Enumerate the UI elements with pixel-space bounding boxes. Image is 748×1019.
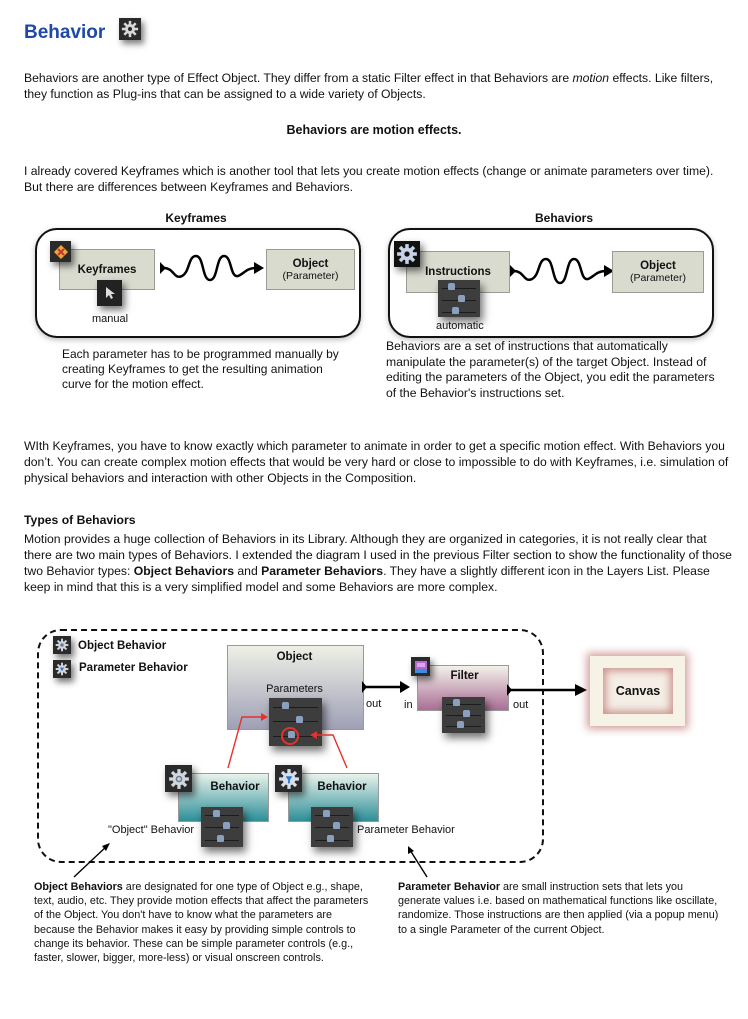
filter-out-label: out [513,699,529,711]
keyframes-intro: I already covered Keyframes which is ano… [24,164,714,194]
keyframes-wave-arrow [160,254,264,282]
object-behavior-caption: "Object" Behavior [108,824,195,836]
filter-icon [411,657,430,676]
parameter-behavior-icon [275,765,302,792]
parameter-behavior-note: Parameter Behavior are small instruction… [398,881,719,936]
object-behavior-icon [53,636,71,654]
legend-object-behavior: Object Behavior [78,640,167,652]
automatic-label: automatic [436,320,484,332]
cursor-icon [97,280,122,306]
object-title: Object [276,651,313,663]
object-to-filter-arrow [362,681,410,693]
filter-title: Filter [450,670,479,682]
composition-frame [37,629,544,863]
parameter-behavior-caption: Parameter Behavior [357,824,455,836]
parameter-behavior-title: Behavior [317,781,367,793]
behaviors-wave-arrow [510,257,614,285]
object-parameters-sliders [269,698,322,746]
intro-paragraph: Behaviors are another type of Effect Obj… [24,71,714,101]
parameter-behavior-icon [53,660,71,678]
filter-sliders [442,697,485,733]
keyframes-caption: Each parameter has to be programmed manu… [62,347,339,391]
gear-icon [119,18,141,40]
comparison-paragraph: WIth Keyframes, you have to know exactly… [24,439,729,485]
behaviors-caption: Behaviors are a set of instructions that… [386,339,715,400]
sliders-icon [438,280,480,317]
types-heading: Types of Behaviors [24,513,136,527]
gear-icon [394,241,420,267]
behaviors-heading: Behaviors [534,211,594,225]
manual-label: manual [92,313,129,325]
keyframes-target-object: Object (Parameter) [266,249,355,290]
keyframes-heading: Keyframes [165,211,227,225]
legend-parameter-behavior: Parameter Behavior [79,662,188,674]
parameters-label: Parameters [266,683,323,695]
object-out-label: out [366,698,382,710]
callout-heading: Behaviors are motion effects. [286,123,462,137]
object-behavior-sliders [201,807,243,847]
filter-in-label: in [404,699,413,711]
keyframe-icon [50,241,71,262]
parameter-behavior-sliders [311,807,353,847]
filter-to-canvas-arrow [507,684,587,696]
object-behaviors-note: Object Behaviors are designated for one … [34,881,369,965]
object-behavior-icon [165,765,192,792]
object-behavior-title: Behavior [210,781,260,793]
behaviors-target-object: Object (Parameter) [612,251,704,293]
page-title: Behavior [24,22,106,43]
types-paragraph: Motion provides a huge collection of Beh… [24,532,732,594]
canvas-label: Canvas [603,668,673,714]
